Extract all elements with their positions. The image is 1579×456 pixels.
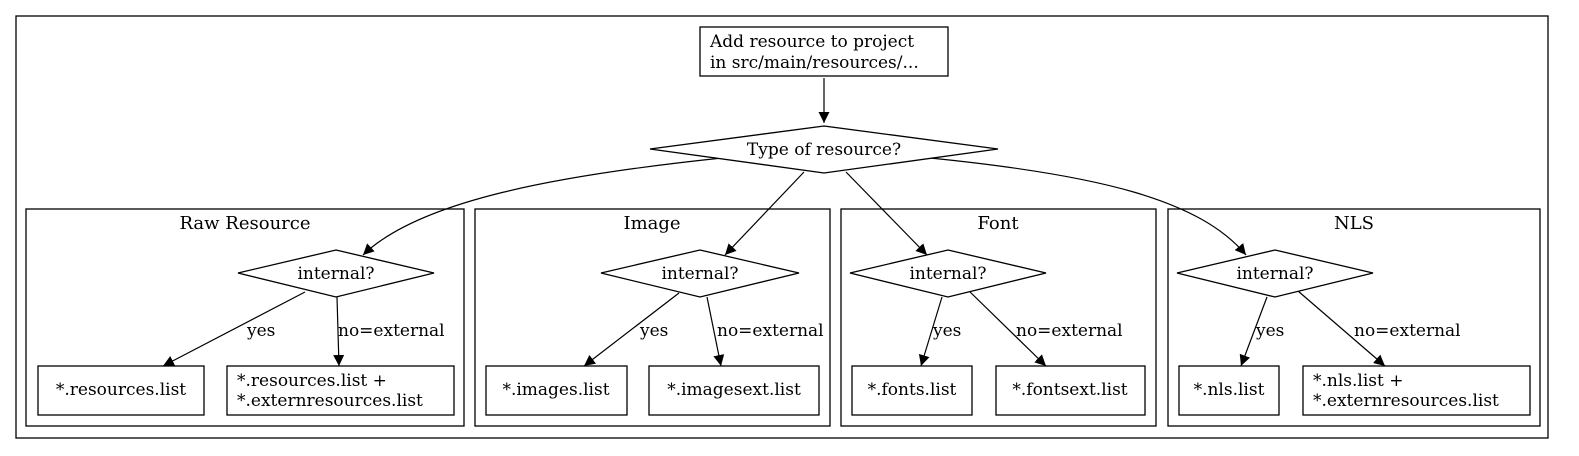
- edge-nls-yes: [1239, 296, 1268, 367]
- start-node-line-1: Add resource to project: [709, 32, 914, 52]
- raw-internal-decision: [237, 249, 435, 298]
- edge-label-font-no: no=external: [1016, 321, 1123, 341]
- image-internal-decision: [600, 249, 800, 298]
- nls-internal-decision: [1176, 249, 1374, 298]
- font-no-result-label: *.fontsext.list: [1012, 380, 1127, 400]
- nls-yes-result: [1178, 365, 1280, 416]
- raw-yes-result: [37, 365, 205, 416]
- nls-internal-label: internal?: [1236, 264, 1313, 284]
- edge-font-no: [966, 288, 1047, 367]
- image-no-result-label: *.imagesext.list: [667, 380, 801, 400]
- cluster-image-label: Image: [623, 213, 680, 234]
- cluster-nls-label: NLS: [1334, 213, 1374, 234]
- edge-label-raw-no: no=external: [338, 321, 445, 341]
- nls-no-result-line-1: *.nls.list +: [1313, 371, 1404, 391]
- type-decision-label: Type of resource?: [747, 140, 901, 160]
- edge-label-image-yes: yes: [639, 321, 668, 341]
- nls-no-result: [1302, 365, 1531, 416]
- edge-label-raw-yes: yes: [246, 321, 275, 341]
- nls-no-result-line-2: *.externresources.list: [1313, 391, 1499, 411]
- font-internal-decision: [849, 249, 1047, 298]
- cluster-nls-frame: [1167, 208, 1541, 427]
- edge-label-font-yes: yes: [932, 321, 961, 341]
- edge-raw-yes: [162, 291, 306, 367]
- edge-raw-no: [333, 296, 345, 367]
- cluster-image-frame: [474, 208, 831, 427]
- edge-font-yes: [918, 296, 943, 367]
- edge-type-to-nls: [929, 157, 1247, 256]
- cluster-font-frame: [840, 208, 1157, 427]
- edge-image-yes: [583, 292, 680, 367]
- font-no-result: [995, 365, 1146, 416]
- edge-image-no: [706, 296, 725, 367]
- font-yes-result-label: *.fonts.list: [868, 380, 957, 400]
- start-node: [699, 26, 949, 77]
- edge-nls-no: [1297, 290, 1386, 367]
- cluster-raw-resource-label: Raw Resource: [179, 213, 310, 234]
- image-internal-label: internal?: [661, 264, 738, 284]
- cluster-raw-resource-frame: [25, 208, 465, 427]
- image-yes-result: [485, 365, 628, 416]
- image-yes-result-label: *.images.list: [502, 380, 609, 400]
- raw-no-result-line-1: *.resources.list +: [237, 371, 387, 391]
- edge-type-to-raw: [362, 157, 723, 256]
- type-decision-node: [649, 125, 999, 174]
- outer-frame: [15, 15, 1549, 439]
- edge-label-nls-no: no=external: [1354, 321, 1461, 341]
- raw-internal-label: internal?: [297, 264, 374, 284]
- raw-no-result: [226, 365, 455, 416]
- start-node-line-2: in src/main/resources/...: [710, 53, 919, 73]
- raw-yes-result-label: *.resources.list: [56, 380, 186, 400]
- cluster-font-label: Font: [977, 213, 1019, 234]
- font-yes-result: [851, 365, 973, 416]
- raw-no-result-line-2: *.externresources.list: [237, 391, 423, 411]
- edge-label-nls-yes: yes: [1255, 321, 1284, 341]
- edge-label-image-no: no=external: [717, 321, 824, 341]
- font-internal-label: internal?: [909, 264, 986, 284]
- edge-type-to-font: [845, 171, 928, 256]
- edge-type-to-image: [724, 171, 805, 256]
- nls-yes-result-label: *.nls.list: [1194, 380, 1265, 400]
- image-no-result: [648, 365, 820, 416]
